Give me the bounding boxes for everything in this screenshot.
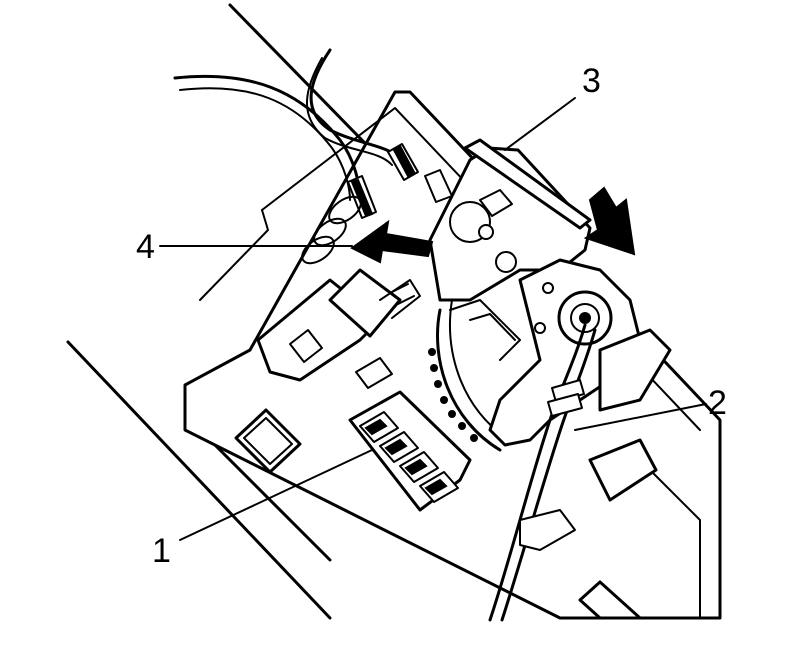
electrical-connector [348, 357, 472, 512]
control-cable [488, 323, 597, 622]
leader-lines [159, 97, 707, 541]
callout-label-2: 2 [708, 384, 727, 422]
coil-spring [301, 195, 362, 265]
callout-label-3: 3 [582, 62, 601, 100]
upper-housing [463, 138, 592, 230]
sector-plate [428, 146, 592, 452]
callout-label-4: 4 [136, 228, 155, 266]
arrow-down-right-icon [583, 186, 636, 256]
cam-lever [488, 258, 672, 447]
arrow-left-icon [350, 219, 434, 264]
release-clip [256, 268, 421, 382]
wiring-harness [173, 48, 453, 219]
callout-label-1: 1 [152, 532, 171, 570]
